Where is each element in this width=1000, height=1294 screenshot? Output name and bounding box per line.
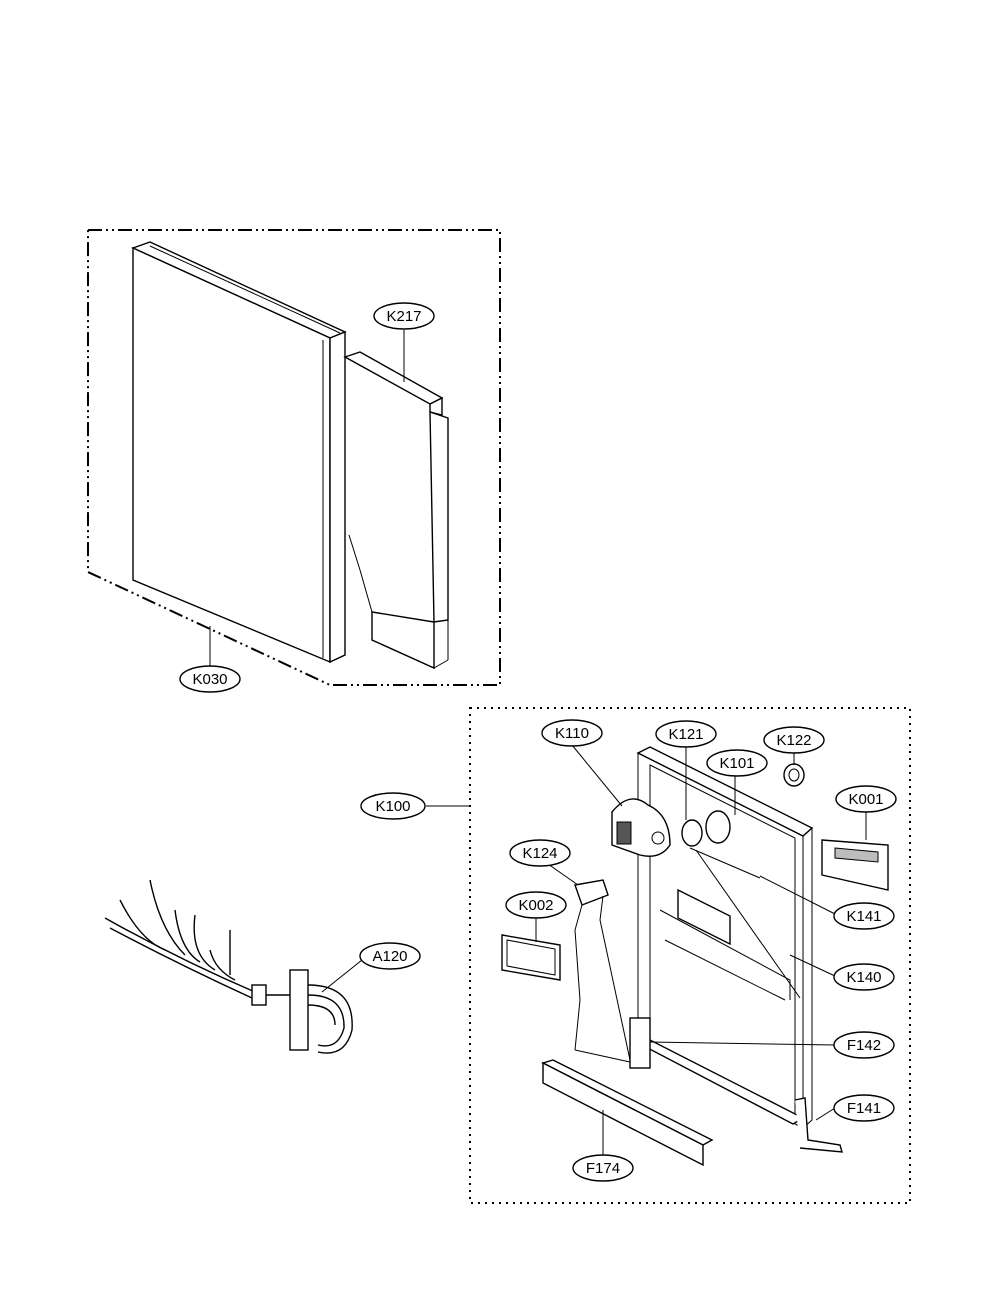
callout-k122: K122 xyxy=(763,726,825,754)
callout-k141: K141 xyxy=(833,902,895,930)
inner-door-group xyxy=(469,707,911,1204)
callout-f141-text: F141 xyxy=(847,1100,881,1117)
dispenser-k110 xyxy=(611,798,671,857)
outer-door-group xyxy=(87,229,501,686)
callout-f174: F174 xyxy=(572,1154,634,1182)
wire-harness xyxy=(104,879,353,1054)
gasket-k124 xyxy=(574,879,631,1063)
callout-k217-text: K217 xyxy=(386,308,421,325)
callout-k141-text: K141 xyxy=(846,908,881,925)
callout-a120-text: A120 xyxy=(372,948,407,965)
outer-door-panel xyxy=(131,241,347,664)
inner-door-frame xyxy=(636,746,843,1153)
callout-k124-text: K124 xyxy=(522,845,557,862)
callout-k100: K100 xyxy=(360,792,426,820)
inner-door-group-boundary xyxy=(469,707,911,1204)
callout-k030: K030 xyxy=(179,665,241,693)
callout-k101-text: K101 xyxy=(719,755,754,772)
callout-f142-text: F142 xyxy=(847,1037,881,1054)
callout-k217: K217 xyxy=(373,302,435,330)
callout-k030-text: K030 xyxy=(192,671,227,688)
callout-k110: K110 xyxy=(541,719,603,747)
callout-k002-text: K002 xyxy=(518,897,553,914)
callout-f174-text: F174 xyxy=(586,1160,620,1177)
insulation-panel xyxy=(343,351,449,670)
callout-f141: F141 xyxy=(833,1094,895,1122)
callout-k101: K101 xyxy=(706,749,768,777)
callout-a120: A120 xyxy=(359,942,421,970)
callout-k121-text: K121 xyxy=(668,726,703,743)
callout-k002: K002 xyxy=(505,891,567,919)
bar-f174 xyxy=(541,1059,714,1167)
callout-k110-text: K110 xyxy=(555,725,589,742)
callout-k001: K001 xyxy=(835,785,897,813)
callout-k001-text: K001 xyxy=(848,791,883,808)
callout-k122-text: K122 xyxy=(776,732,811,749)
outer-door-group-boundary xyxy=(87,229,501,686)
hinge-f142 xyxy=(629,1017,651,1069)
callout-k100-text: K100 xyxy=(375,798,410,815)
callout-k121: K121 xyxy=(655,720,717,748)
callout-k140: K140 xyxy=(833,963,895,991)
part-k001 xyxy=(821,839,889,891)
pad-k002 xyxy=(501,934,561,981)
callout-f142: F142 xyxy=(833,1031,895,1059)
callout-k124: K124 xyxy=(509,839,571,867)
callout-k140-text: K140 xyxy=(846,969,881,986)
leader-lines xyxy=(209,330,867,1155)
